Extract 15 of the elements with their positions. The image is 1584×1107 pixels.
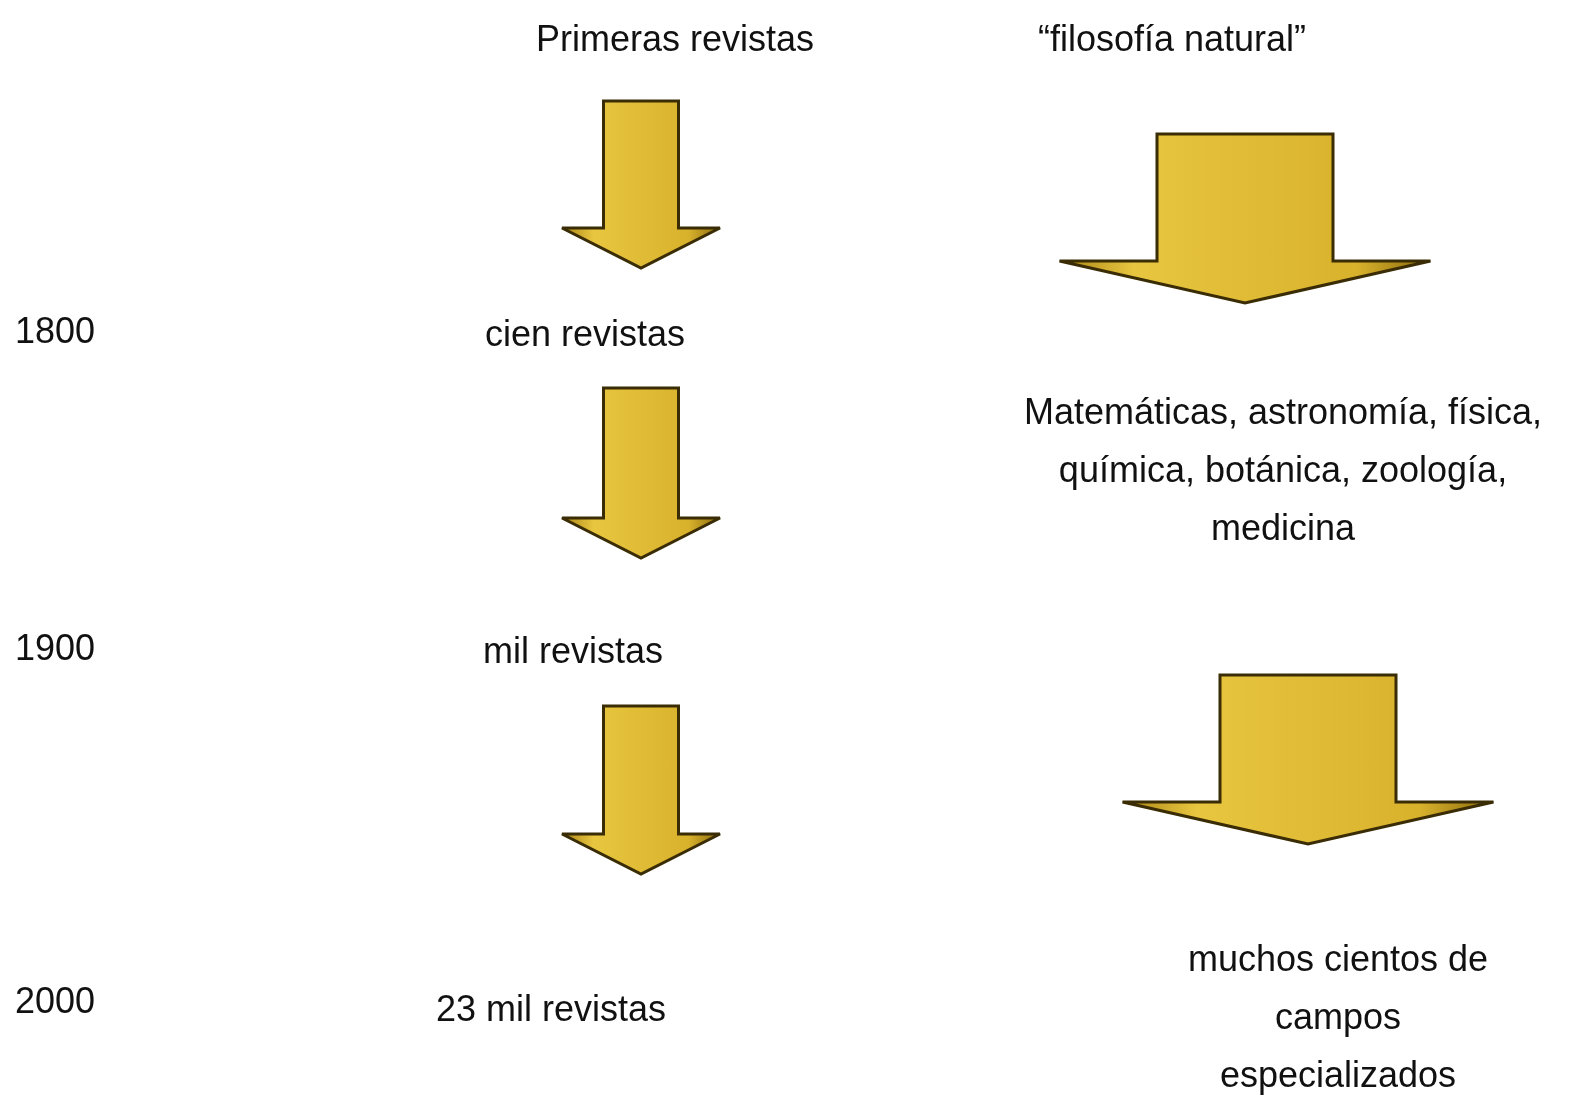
- year-label: 1800: [15, 309, 96, 353]
- block-arrow: [560, 386, 722, 560]
- text-label: 23 mil revistas: [391, 980, 711, 1032]
- block-arrow: [560, 704, 722, 876]
- block-arrow: [1121, 673, 1495, 846]
- text-label: muchos cientos de campos especializados: [1158, 930, 1518, 1104]
- year-label: 2000: [15, 979, 96, 1023]
- text-label: “filosofía natural”: [972, 10, 1372, 62]
- text-label: Primeras revistas: [480, 10, 870, 62]
- year-label: 1900: [15, 626, 96, 670]
- block-arrow: [1058, 132, 1432, 305]
- text-label: mil revistas: [423, 622, 723, 674]
- text-label: Matemáticas, astronomía, física, química, botánica, zoología, medicina: [983, 383, 1583, 560]
- block-arrow: [560, 99, 722, 270]
- text-label: cien revistas: [430, 305, 740, 357]
